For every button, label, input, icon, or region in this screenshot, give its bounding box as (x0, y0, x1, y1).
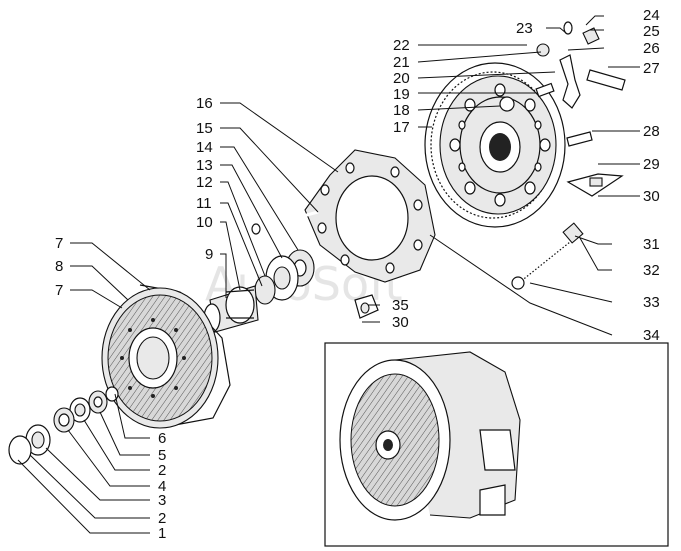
callout-2-top: 2 (158, 462, 166, 479)
callout-28: 28 (643, 123, 660, 140)
callout-12: 12 (196, 174, 213, 191)
spring-bolt (511, 222, 584, 290)
release-bearing-assembly (203, 249, 315, 333)
callout-2-bottom: 2 (158, 510, 166, 527)
callout-11: 11 (196, 195, 212, 212)
clutch-disc (101, 284, 231, 429)
callout-8: 8 (55, 258, 63, 275)
callout-labels: 24 23 25 22 26 21 27 20 19 18 17 28 16 1… (55, 7, 660, 542)
leader-lines (17, 15, 640, 534)
callout-18: 18 (393, 102, 410, 119)
assembled-view-inset (324, 342, 669, 547)
callout-13: 13 (196, 157, 213, 174)
callout-25: 25 (643, 23, 660, 40)
callout-19: 19 (393, 86, 410, 103)
callout-23: 23 (516, 20, 533, 37)
callout-5: 5 (158, 447, 166, 464)
callout-33: 33 (643, 294, 660, 311)
callout-6: 6 (158, 430, 166, 447)
callout-27: 27 (643, 60, 660, 77)
callout-4: 4 (158, 478, 166, 495)
callout-30-bottom: 30 (392, 314, 409, 331)
callout-20: 20 (393, 70, 410, 87)
callout-17: 17 (393, 119, 410, 136)
callout-3: 3 (158, 492, 166, 509)
callout-10: 10 (196, 214, 213, 231)
callout-21: 21 (393, 54, 410, 71)
callout-34: 34 (643, 327, 660, 344)
callout-1: 1 (158, 525, 166, 542)
callout-31: 31 (643, 236, 660, 253)
callout-30-top: 30 (643, 188, 660, 205)
callout-7-bottom: 7 (55, 282, 63, 299)
bearing-stack (8, 386, 119, 465)
callout-22: 22 (393, 37, 410, 54)
callout-26: 26 (643, 40, 660, 57)
clutch-cover-plate (304, 149, 436, 283)
bolt-35 (354, 294, 379, 319)
flywheel-bolts-and-bracket (499, 21, 626, 197)
flywheel (424, 62, 566, 228)
callout-32: 32 (643, 262, 660, 279)
callout-15: 15 (196, 120, 213, 137)
callout-7-top: 7 (55, 235, 63, 252)
bolt-15 (251, 210, 319, 235)
callout-29: 29 (643, 156, 660, 173)
callout-9: 9 (205, 246, 213, 263)
callout-24: 24 (643, 7, 660, 24)
callout-16: 16 (196, 95, 213, 112)
callout-14: 14 (196, 139, 213, 156)
callout-35: 35 (392, 297, 409, 314)
